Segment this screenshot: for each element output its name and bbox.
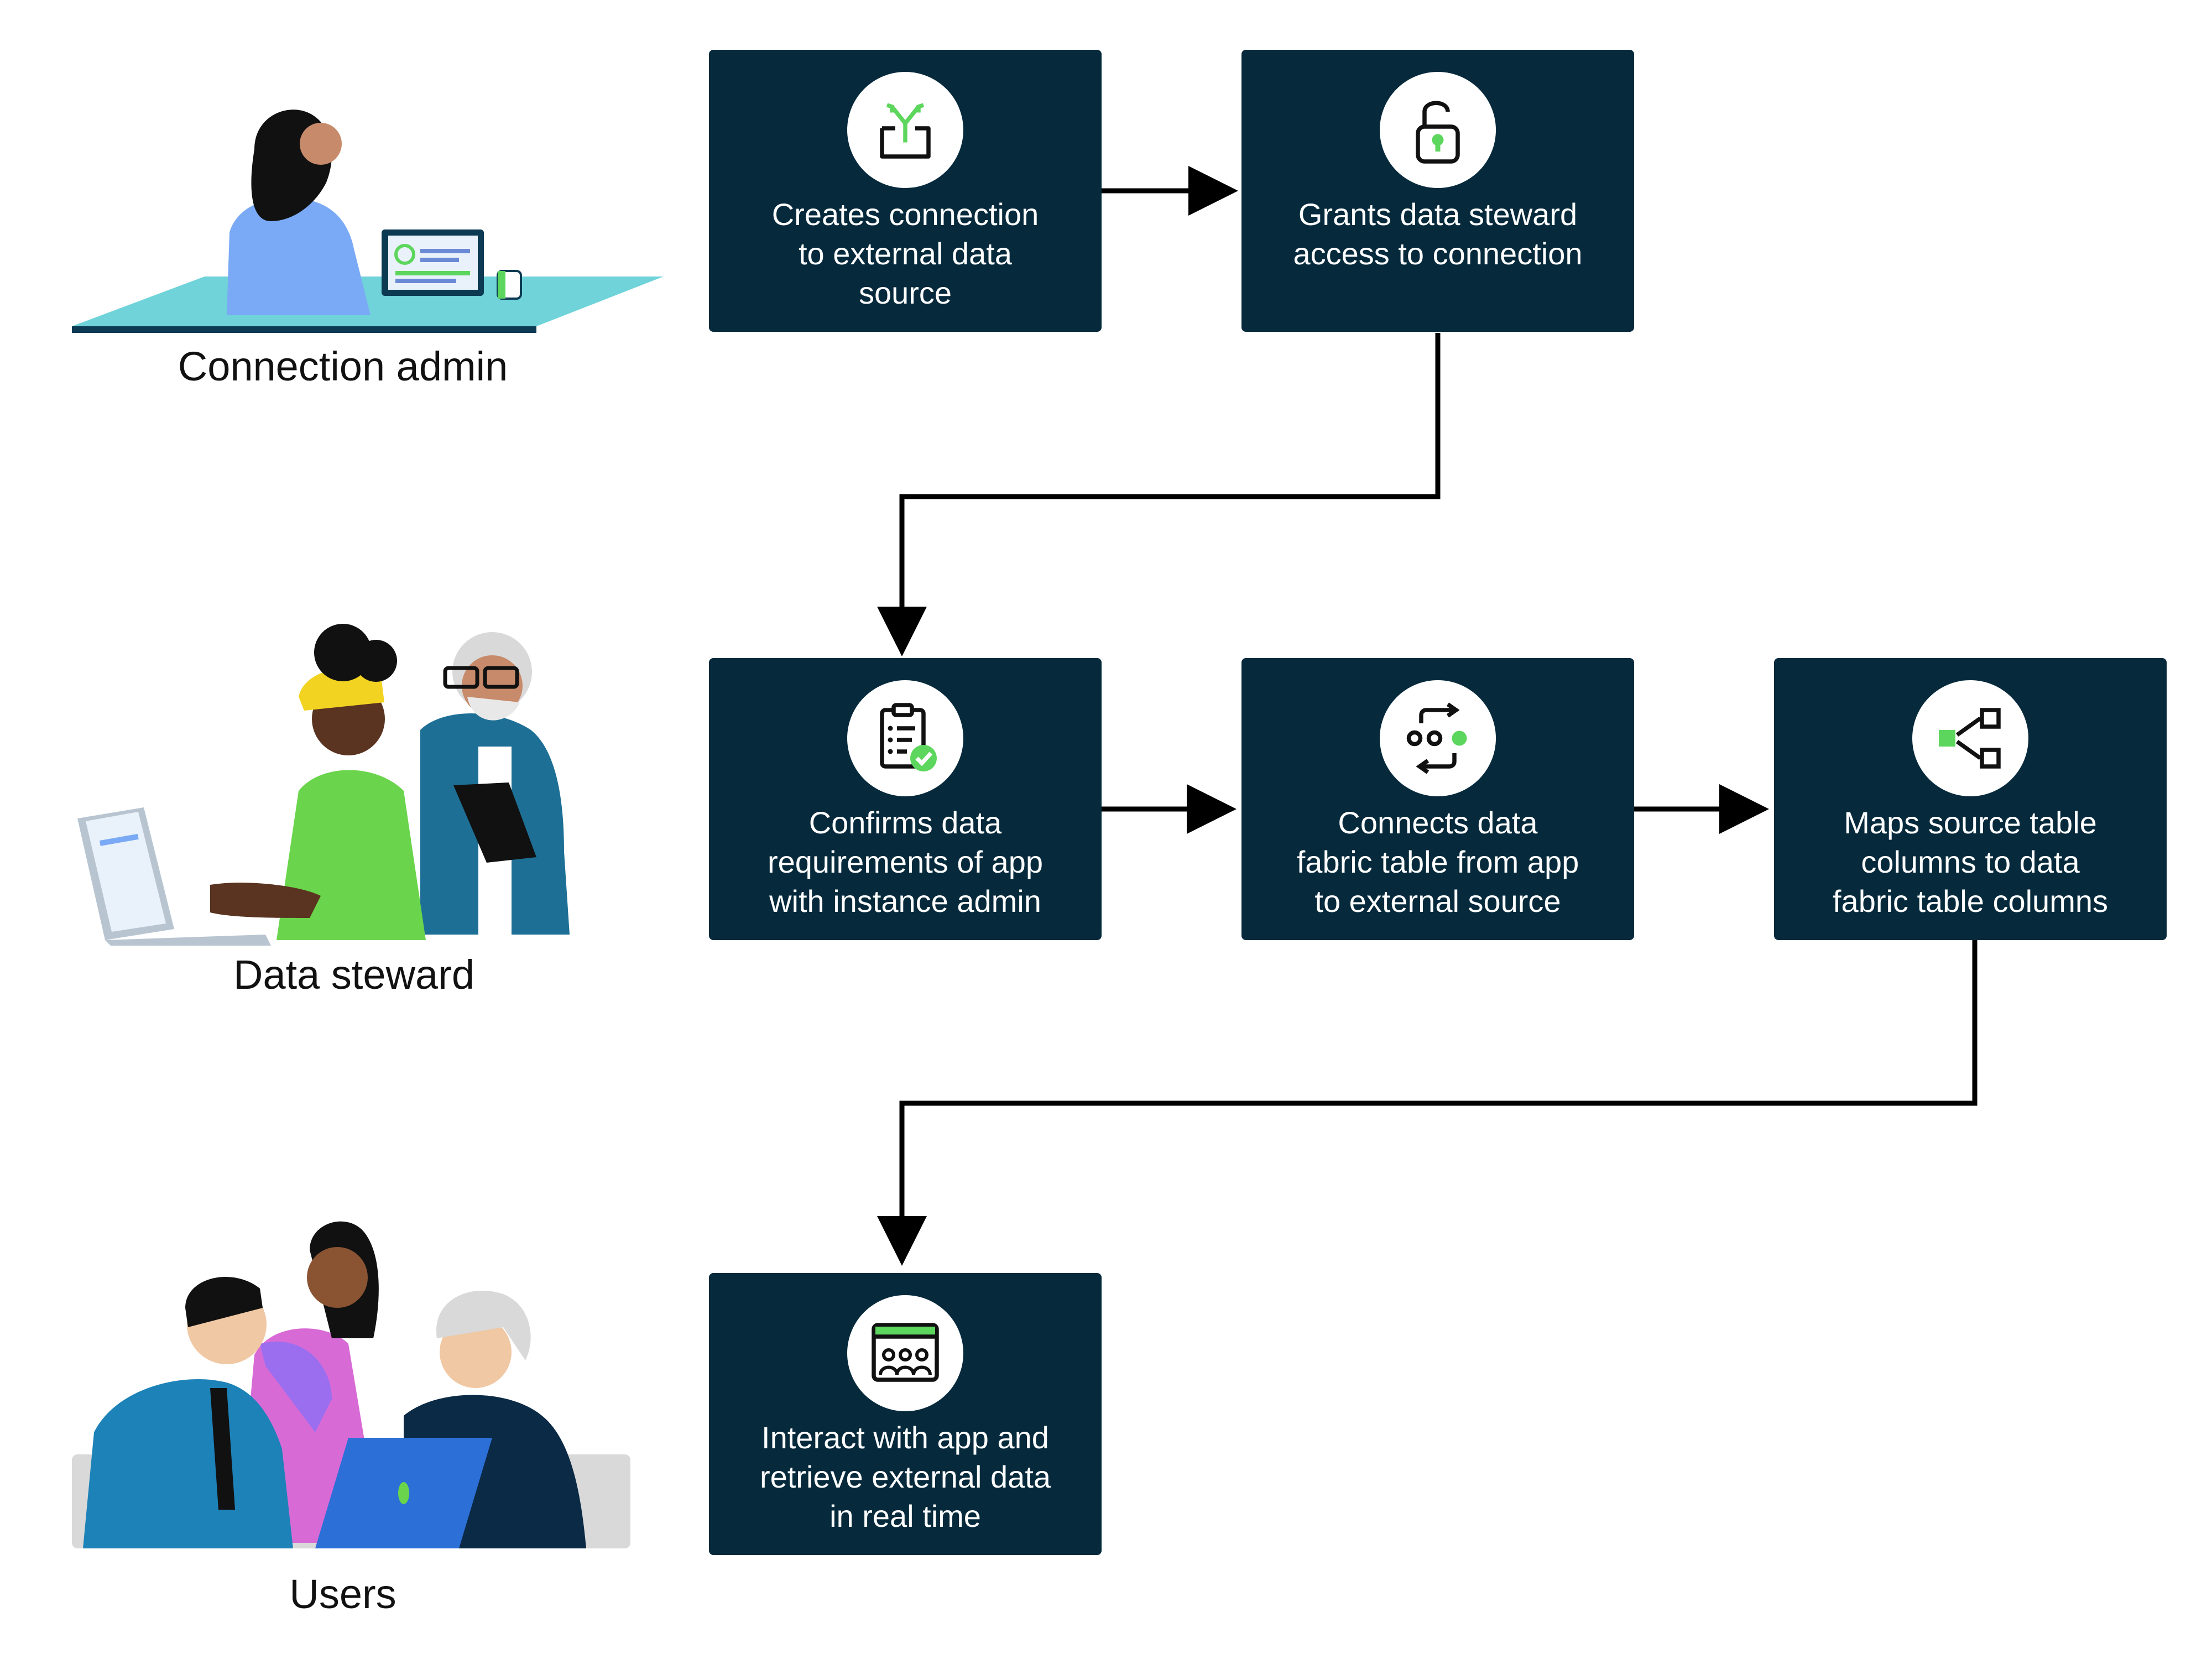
step-icon-circle — [847, 1295, 963, 1411]
step-label: Interact with app and retrieve external … — [759, 1420, 1051, 1533]
users-illustration — [72, 1221, 630, 1548]
step-connect-table: Connects data fabric table from app to e… — [1241, 658, 1634, 940]
step-label: Connects data fabric table from app to e… — [1296, 805, 1579, 919]
step-label: Confirms data requirements of app with i… — [767, 805, 1044, 919]
step-create-connection: Creates connection to external data sour… — [709, 50, 1102, 332]
step-confirm-requirements: Confirms data requirements of app with i… — [709, 658, 1102, 940]
step-icon-circle — [847, 72, 963, 188]
step-label: Creates connection to external data sour… — [771, 197, 1039, 310]
persona-data-steward: Data steward — [233, 952, 474, 998]
app-users-icon — [872, 1323, 939, 1382]
step-grant-access: Grants data steward access to connection — [1241, 50, 1634, 332]
unlock-icon — [1416, 101, 1460, 164]
mapping-tree-icon — [1939, 708, 2001, 769]
arrow-map-to-interact — [877, 940, 1978, 1266]
persona-connection-admin: Connection admin — [178, 343, 508, 389]
step-interact-app: Interact with app and retrieve external … — [709, 1273, 1102, 1555]
sync-connect-icon — [1406, 702, 1467, 774]
clipboard-check-icon — [880, 703, 937, 771]
step-icon-circle — [847, 680, 963, 796]
step-icon-circle — [1912, 680, 2028, 796]
persona-users: Users — [289, 1571, 397, 1617]
step-label: Maps source table columns to data fabric… — [1832, 805, 2108, 919]
step-map-columns: Maps source table columns to data fabric… — [1774, 658, 2167, 940]
branch-out-icon — [880, 103, 931, 159]
arrow-grant-to-confirm — [877, 333, 1441, 656]
step-icon-circle — [1380, 680, 1496, 796]
data-steward-illustration — [77, 624, 570, 946]
step-label: Grants data steward access to connection — [1293, 197, 1583, 271]
connection-admin-illustration — [72, 109, 664, 333]
step-icon-circle — [1380, 72, 1496, 188]
